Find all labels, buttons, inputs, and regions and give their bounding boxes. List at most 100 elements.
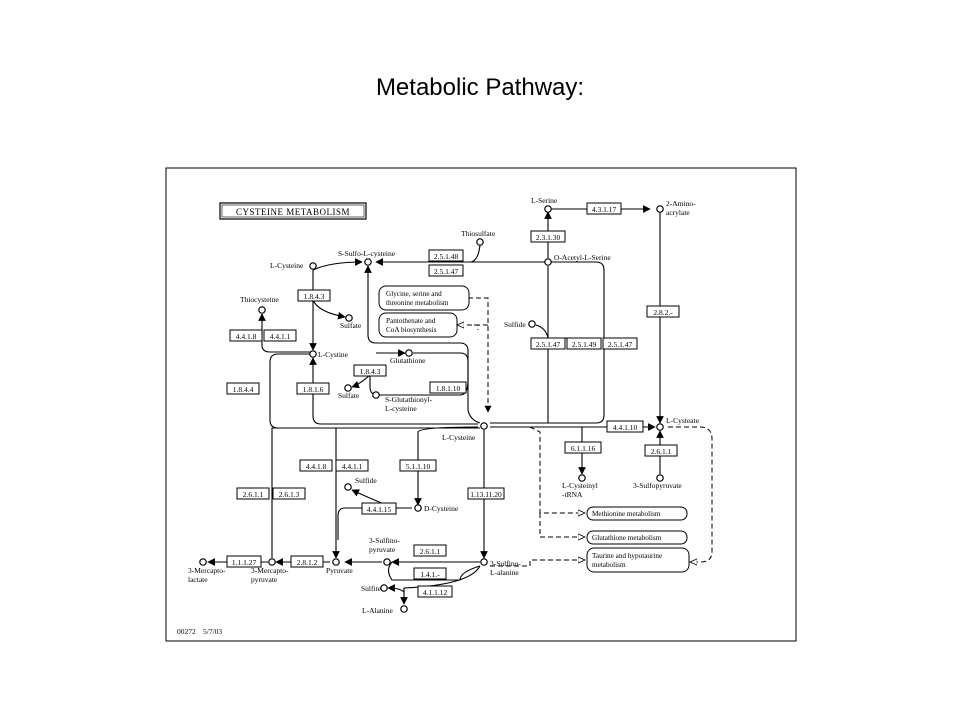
label-3-sulfinopyruvate-2: pyruvate xyxy=(369,545,396,554)
node-l-alanine[interactable] xyxy=(400,605,408,613)
map-glycine-serine-threonine[interactable]: Glycine, serine and threonine metabolism xyxy=(378,285,470,311)
svg-text:2.8.1.2: 2.8.1.2 xyxy=(297,558,318,567)
svg-text:1.8.4.3: 1.8.4.3 xyxy=(360,367,381,376)
svg-text:2.3.1.30: 2.3.1.30 xyxy=(536,233,561,242)
label-sulfide-right: Sulfide xyxy=(504,320,526,329)
label-sulfite: Sulfite xyxy=(361,584,382,593)
label-3-sulfino-alanine: 3-Sulfino- xyxy=(490,559,521,568)
node-l-cysteinyl-trna[interactable] xyxy=(578,474,586,482)
enzyme-4-1-1-12[interactable]: 4.1.1.12 xyxy=(417,585,453,598)
enzyme-2-5-1-47-top[interactable]: 2.5.1.47 xyxy=(428,264,464,277)
label-s-sulfo-cysteine: S-Sulfo-L-cysteine xyxy=(338,249,396,258)
enzyme-4-4-1-8-top[interactable]: 4.4.1.8 xyxy=(229,329,263,342)
svg-text:4.4.1.8: 4.4.1.8 xyxy=(236,332,257,341)
label-3-mercaptolactate-2: lactate xyxy=(188,575,208,584)
node-thiosulfate[interactable] xyxy=(476,238,484,246)
enzyme-1-13-11-20[interactable]: 1.13.11.20 xyxy=(467,487,505,500)
enzyme-4-4-1-15[interactable]: 4.4.1.15 xyxy=(361,502,397,515)
enzyme-1-8-4-4[interactable]: 1.8.4.4 xyxy=(226,382,260,395)
map-pantothenate-coa[interactable]: Pantothenate and CoA biosynthesis xyxy=(378,312,458,338)
enzyme-1-8-1-6[interactable]: 1.8.1.6 xyxy=(296,382,330,395)
node-s-sulfo-cysteine[interactable] xyxy=(364,258,372,266)
node-l-cysteine-top[interactable] xyxy=(309,262,317,270)
enzyme-1-8-1-10[interactable]: 1.8.1.10 xyxy=(429,381,467,394)
label-s-glutathionyl: S-Glutathionyl- xyxy=(385,395,433,404)
svg-text:5.1.1.10: 5.1.1.10 xyxy=(406,462,431,471)
node-sulfide-low[interactable] xyxy=(344,483,352,491)
label-l-cysteate: L-Cysteate xyxy=(666,416,700,425)
node-pyruvate[interactable] xyxy=(332,558,340,566)
node-3-mercaptopyruvate[interactable] xyxy=(268,558,276,566)
enzyme-1-8-4-3-top[interactable]: 1.8.4.3 xyxy=(297,289,331,302)
node-2-amino-acrylate[interactable] xyxy=(656,205,664,213)
enzyme-4-4-1-8-low[interactable]: 4.4.1.8 xyxy=(299,459,333,472)
node-thiocysteine[interactable] xyxy=(258,306,266,314)
enzyme-1-4-1-x[interactable]: 1.4.1.- xyxy=(413,567,447,580)
node-d-cysteine[interactable] xyxy=(414,504,422,512)
enzyme-4-4-1-1-top[interactable]: 4.4.1.1 xyxy=(263,329,297,342)
svg-text:2.6.1.1: 2.6.1.1 xyxy=(243,490,264,499)
enzyme-2-5-1-48[interactable]: 2.5.1.48 xyxy=(428,249,464,262)
svg-text:CoA biosynthesis: CoA biosynthesis xyxy=(386,326,437,334)
label-glutathione: Glutathione xyxy=(390,356,426,365)
enzyme-2-3-1-30[interactable]: 2.3.1.30 xyxy=(530,230,566,243)
enzyme-5-1-1-10[interactable]: 5.1.1.10 xyxy=(399,459,437,472)
label-l-cystine: L-Cystine xyxy=(318,350,349,359)
svg-text:2.5.1.47: 2.5.1.47 xyxy=(608,340,633,349)
node-sulfate-mid[interactable] xyxy=(344,384,352,392)
svg-text:Glutathione metabolism: Glutathione metabolism xyxy=(592,534,662,542)
enzyme-2-5-1-47-b[interactable]: 2.5.1.47 xyxy=(602,337,638,350)
svg-text:2.5.1.47: 2.5.1.47 xyxy=(536,340,561,349)
diagram-title: CYSTEINE METABOLISM xyxy=(236,207,350,217)
label-o-acetyl-serine: O-Acetyl-L-Serine xyxy=(554,253,611,262)
node-sulfite[interactable] xyxy=(380,584,388,592)
enzyme-2-6-1-1-left[interactable]: 2.6.1.1 xyxy=(236,487,270,500)
map-taurine-hypotaurine[interactable]: Taurine and hypotaurine metabolism xyxy=(586,547,690,573)
enzyme-2-6-1-1-right[interactable]: 2.6.1.1 xyxy=(644,444,678,457)
enzyme-4-3-1-17[interactable]: 4.3.1.17 xyxy=(586,202,622,215)
node-sulfate-top[interactable] xyxy=(345,314,353,322)
svg-text:1.8.1.10: 1.8.1.10 xyxy=(436,384,461,393)
node-3-sulfino-alanine[interactable] xyxy=(480,558,488,566)
node-o-acetyl-serine[interactable] xyxy=(544,258,552,266)
enzyme-2-6-1-1-low[interactable]: 2.6.1.1 xyxy=(413,544,447,557)
map-glutathione[interactable]: Glutathione metabolism xyxy=(586,530,688,545)
enzyme-1-8-4-3-mid[interactable]: 1.8.4.3 xyxy=(353,364,387,377)
enzyme-2-6-1-3[interactable]: 2.6.1.3 xyxy=(272,487,306,500)
svg-text:2.6.1.3: 2.6.1.3 xyxy=(279,490,300,499)
node-3-mercaptolactate[interactable] xyxy=(199,558,207,566)
enzyme-4-4-1-10[interactable]: 4.4.1.10 xyxy=(606,420,644,433)
svg-text:Glycine, serine and: Glycine, serine and xyxy=(386,290,442,298)
node-glutathione[interactable] xyxy=(405,349,413,357)
svg-text:1.8.4.4: 1.8.4.4 xyxy=(233,385,254,394)
svg-text:2.6.1.1: 2.6.1.1 xyxy=(420,547,441,556)
node-l-serine[interactable] xyxy=(544,205,552,213)
node-sulfide-right[interactable] xyxy=(528,320,536,328)
node-l-cystine[interactable] xyxy=(309,350,317,358)
svg-text:2.6.1.1: 2.6.1.1 xyxy=(651,447,672,456)
node-l-cysteine-center[interactable] xyxy=(480,422,488,430)
enzyme-6-1-1-16[interactable]: 6.1.1.16 xyxy=(564,441,602,454)
svg-text:metabolism: metabolism xyxy=(592,561,626,569)
map-methionine[interactable]: Methionine metabolism xyxy=(586,506,688,521)
enzyme-2-8-1-2[interactable]: 2.8.1.2 xyxy=(290,555,324,568)
svg-text:4.4.1.10: 4.4.1.10 xyxy=(613,423,638,432)
map-links xyxy=(457,297,713,567)
enzyme-2-8-2-x[interactable]: 2.8.2.- xyxy=(646,305,680,318)
node-s-glutathionyl-cysteine[interactable] xyxy=(372,391,380,399)
enzyme-2-5-1-47-a[interactable]: 2.5.1.47 xyxy=(530,337,566,350)
enzyme-2-5-1-49[interactable]: 2.5.1.49 xyxy=(566,337,602,350)
label-l-cysteinyl: L-Cysteinyl xyxy=(562,481,598,490)
node-3-sulfopyruvate[interactable] xyxy=(656,474,664,482)
node-l-cysteate[interactable] xyxy=(656,423,664,431)
label-thiocysteine: Thiocysteine xyxy=(240,295,279,304)
label-3-mercaptopyruvate-2: pyruvate xyxy=(251,575,278,584)
node-3-sulfinopyruvate[interactable] xyxy=(383,558,391,566)
label-thiosulfate: Thiosulfate xyxy=(461,229,496,238)
footer-map-id: 00272 xyxy=(177,627,196,636)
svg-text:Pantothenate and: Pantothenate and xyxy=(386,317,436,325)
enzyme-1-1-1-27[interactable]: 1.1.1.27 xyxy=(226,555,262,568)
enzyme-4-4-1-1-low[interactable]: 4.4.1.1 xyxy=(335,459,369,472)
label-3-sulfinopyruvate: 3-Sulfino- xyxy=(369,536,400,545)
